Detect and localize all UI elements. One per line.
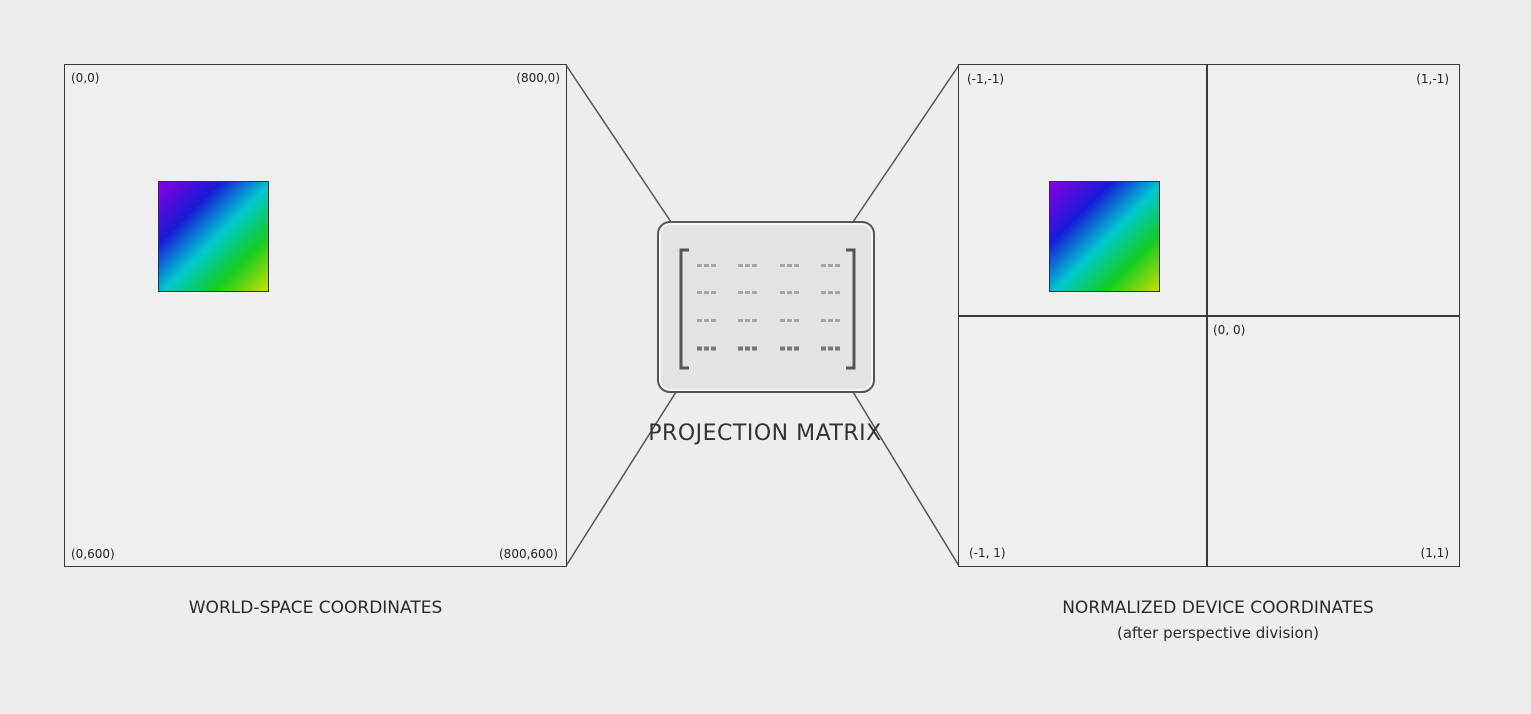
matrix-cell bbox=[780, 319, 799, 322]
ndc-caption: NORMALIZED DEVICE COORDINATES bbox=[1062, 598, 1374, 618]
matrix-cell bbox=[697, 346, 716, 351]
connector-ndc-top bbox=[852, 64, 960, 223]
matrix-left-bracket bbox=[679, 248, 689, 370]
matrix-cell bbox=[697, 264, 716, 267]
projection-matrix-box bbox=[657, 221, 875, 393]
projection-matrix-label: PROJECTION MATRIX bbox=[648, 421, 882, 446]
matrix-cells bbox=[697, 264, 840, 351]
connector-world-top bbox=[565, 64, 672, 223]
world-corner-top-left: (0,0) bbox=[71, 71, 100, 85]
matrix-cell bbox=[821, 264, 840, 267]
ndc-horizontal-axis bbox=[959, 315, 1459, 317]
matrix-cell bbox=[738, 291, 757, 294]
matrix-cell bbox=[738, 346, 757, 351]
ndc-corner-top-right: (1,-1) bbox=[1416, 72, 1449, 86]
ndc-panel: (-1,-1) (1,-1) (0, 0) (-1, 1) (1,1) bbox=[958, 64, 1460, 567]
connector-ndc-bottom bbox=[852, 391, 960, 567]
matrix-cell bbox=[738, 264, 757, 267]
ndc-center-label: (0, 0) bbox=[1213, 323, 1246, 337]
matrix-cell bbox=[780, 264, 799, 267]
matrix-cell bbox=[738, 319, 757, 322]
matrix-cell bbox=[697, 291, 716, 294]
matrix-cell bbox=[780, 291, 799, 294]
world-gradient-square bbox=[158, 181, 269, 292]
matrix-cell bbox=[821, 291, 840, 294]
matrix-right-bracket bbox=[846, 248, 856, 370]
matrix-cell bbox=[821, 319, 840, 322]
ndc-gradient-square bbox=[1049, 181, 1160, 292]
world-space-caption: WORLD-SPACE COORDINATES bbox=[188, 598, 443, 618]
ndc-subcaption: (after perspective division) bbox=[1116, 624, 1319, 642]
matrix-cell bbox=[821, 346, 840, 351]
matrix-cell bbox=[697, 319, 716, 322]
ndc-corner-bottom-left: (-1, 1) bbox=[969, 546, 1006, 560]
matrix-brackets bbox=[679, 248, 856, 370]
ndc-corner-bottom-right: (1,1) bbox=[1420, 546, 1449, 560]
world-corner-bottom-left: (0,600) bbox=[71, 547, 115, 561]
world-corner-top-right: (800,0) bbox=[516, 71, 560, 85]
matrix-cell bbox=[780, 346, 799, 351]
world-space-panel: (0,0) (800,0) (0,600) (800,600) bbox=[64, 64, 567, 567]
connector-world-bottom bbox=[565, 391, 677, 567]
world-corner-bottom-right: (800,600) bbox=[499, 547, 558, 561]
ndc-corner-top-left: (-1,-1) bbox=[967, 72, 1005, 86]
